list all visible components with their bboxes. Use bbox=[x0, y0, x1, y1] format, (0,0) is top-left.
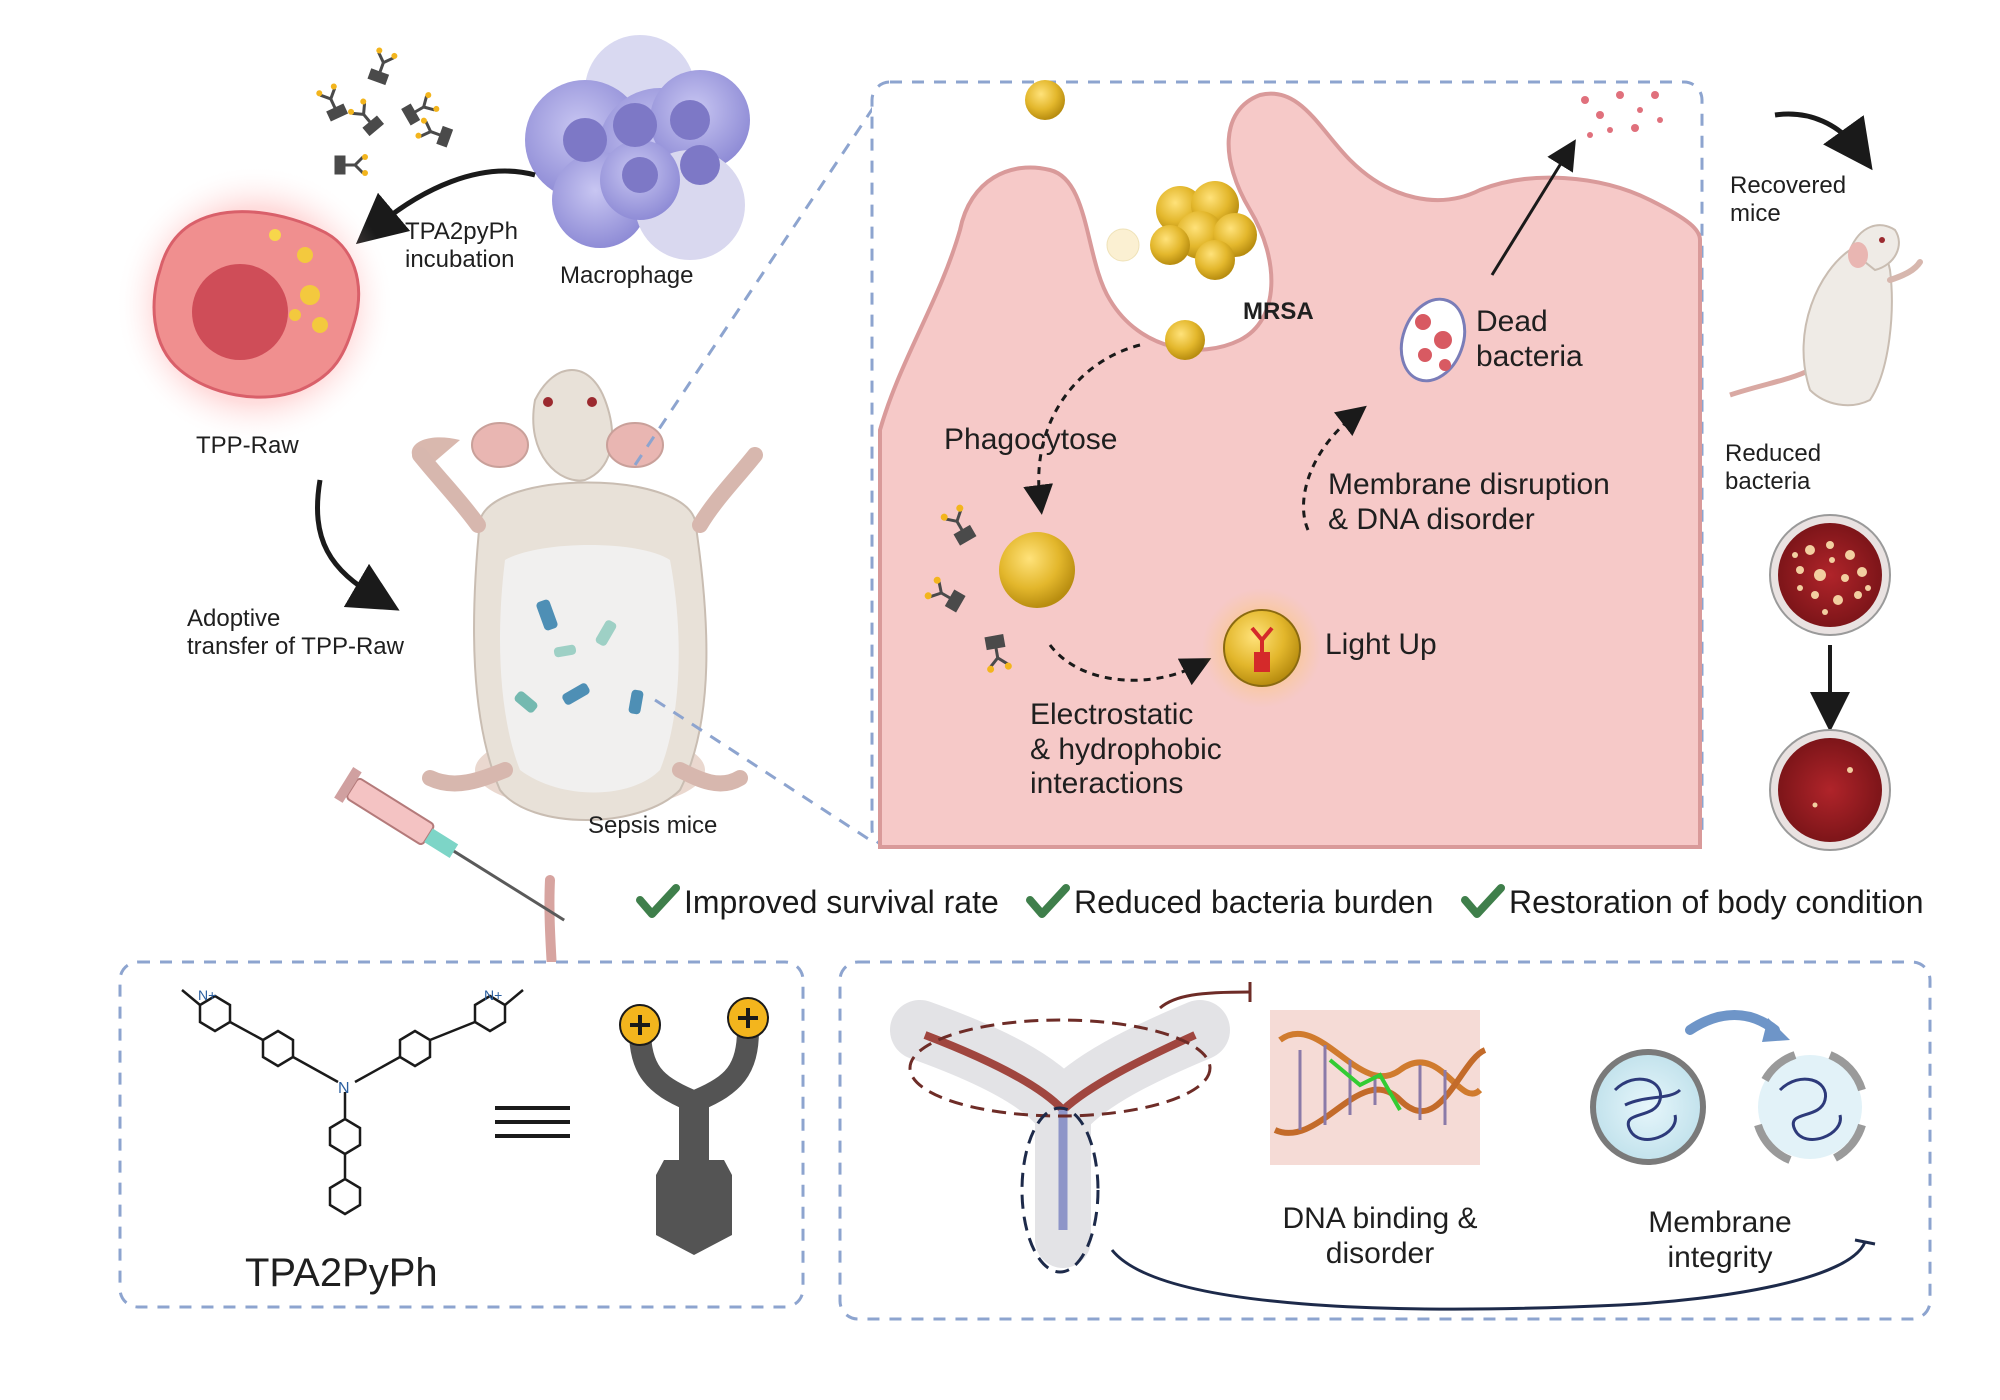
bacteria-membrane-icon bbox=[1754, 1051, 1866, 1164]
pyridinium-atom-label: N+ bbox=[484, 987, 502, 1003]
molecule-3d-icon bbox=[890, 1000, 1230, 1274]
sepsis-mice-label: Sepsis mice bbox=[588, 812, 718, 839]
light-up-label: Light Up bbox=[1325, 628, 1437, 661]
zoom-line-top bbox=[633, 104, 877, 466]
macrophage-cluster-icon bbox=[525, 35, 750, 260]
probe-schematic-icon bbox=[619, 997, 769, 1255]
bacteria-membrane-icon bbox=[1590, 1049, 1706, 1165]
petri-dish-icon bbox=[1769, 514, 1891, 636]
released-debris bbox=[1581, 91, 1663, 138]
free-bacterium bbox=[1165, 320, 1205, 360]
membrane-disruption-label: Membrane disruption & DNA disorder bbox=[1328, 468, 1610, 536]
mrsa-bacteria-cluster-icon bbox=[1150, 181, 1257, 280]
macrophage-label: Macrophage bbox=[560, 262, 694, 289]
interaction-arrow bbox=[1048, 644, 1212, 686]
recovered-mice-label: Recovered mice bbox=[1730, 172, 1847, 227]
probe-icon bbox=[924, 504, 1012, 673]
petri-dish-icon bbox=[1769, 729, 1891, 851]
tpp-raw-label: TPP-Raw bbox=[196, 432, 299, 459]
membrane-damage-arrowhead bbox=[1762, 1018, 1790, 1042]
nitrogen-atom-label: N bbox=[338, 1080, 350, 1097]
reduced-bacteria-label: Reduced bacteria bbox=[1725, 440, 1822, 495]
release-arrow bbox=[1490, 139, 1576, 276]
free-bacterium bbox=[1025, 80, 1065, 120]
incubation-label: TPA2pyPh incubation bbox=[405, 218, 518, 273]
inhibition-bar-membrane bbox=[1854, 1238, 1876, 1246]
check-icon bbox=[1026, 884, 1070, 918]
bound-bacterium bbox=[999, 532, 1075, 608]
inhibition-line-dna bbox=[1159, 990, 1251, 1010]
molecule-name: TPA2PyPh bbox=[245, 1251, 438, 1295]
phagocytose-arrow bbox=[1023, 343, 1141, 515]
dna-binding-label: DNA binding & disorder bbox=[1282, 1202, 1478, 1270]
dead-bacteria-label: Dead bacteria bbox=[1476, 305, 1583, 373]
phagocytose-label: Phagocytose bbox=[944, 423, 1118, 456]
membrane-integrity-label: Membrane integrity bbox=[1648, 1206, 1792, 1274]
incubation-arrow bbox=[355, 168, 536, 245]
recovery-arrow bbox=[1774, 111, 1873, 171]
pyridinium-atom-label: N+ bbox=[198, 987, 216, 1003]
check-icon bbox=[636, 884, 680, 918]
benefit-survival: Improved survival rate bbox=[684, 884, 999, 920]
mouse-icon bbox=[411, 369, 763, 995]
recovered-mouse-icon bbox=[1729, 224, 1923, 407]
tpa2pyph-structure-icon bbox=[181, 989, 524, 1216]
light-up-bacterium-icon bbox=[1202, 588, 1322, 708]
probe-molecules-icon bbox=[316, 47, 454, 176]
adoptive-transfer-label: Adoptive transfer of TPP-Raw bbox=[187, 605, 404, 660]
equivalence-sign bbox=[495, 1106, 570, 1138]
phagocyte-cell bbox=[878, 91, 1702, 849]
benefit-body-condition: Restoration of body condition bbox=[1509, 884, 1924, 920]
benefit-bacteria-burden: Reduced bacteria burden bbox=[1074, 884, 1434, 920]
interactions-label: Electrostatic & hydrophobic interactions bbox=[1030, 698, 1222, 800]
dead-bacteria-icon bbox=[1399, 297, 1467, 383]
dna-helix-icon bbox=[1270, 1010, 1487, 1165]
syringe-icon bbox=[334, 767, 565, 922]
mrsa-label: MRSA bbox=[1243, 298, 1314, 325]
disruption-arrow bbox=[1302, 405, 1367, 531]
check-icon bbox=[1461, 884, 1505, 918]
faint-bacterium bbox=[1106, 228, 1140, 262]
inhibition-line-membrane bbox=[1110, 1241, 1867, 1311]
tpp-raw-cell-icon bbox=[115, 165, 395, 445]
adoptive-transfer-arrow bbox=[315, 479, 400, 611]
